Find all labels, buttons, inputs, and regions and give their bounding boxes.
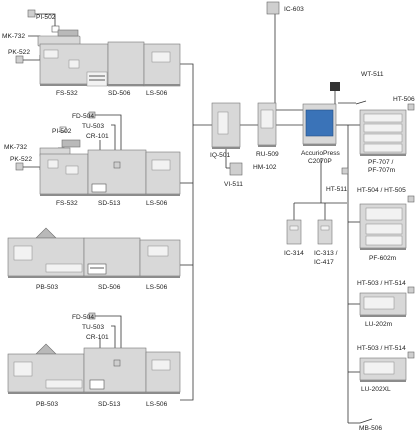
- ic313-ic417-controller: IC-313 / IC-417: [314, 219, 338, 266]
- label-wt511: WT-511: [361, 71, 384, 78]
- label-pb503: PB-503: [36, 284, 58, 291]
- option-marker: [27, 9, 36, 18]
- label-ic603: IC-603: [284, 6, 304, 13]
- ls506-unit: [143, 43, 181, 87]
- label-ic417: IC-417: [314, 259, 334, 266]
- mb506-bypass: MB-506: [359, 418, 382, 432]
- label-pk522: PK-522: [8, 49, 30, 56]
- label-ls506-4: LS-506: [146, 401, 168, 408]
- fs532-finisher-unit-2: [39, 139, 89, 196]
- pf707-feeder: HT-506 PF-707 / PF-707m: [359, 96, 415, 174]
- option-marker: [15, 55, 24, 64]
- finisher-row-3: PB-503 SD-506 LS-506: [7, 227, 181, 291]
- ls506-unit-3: [139, 239, 181, 278]
- label-pb503-4: PB-503: [36, 401, 58, 408]
- pb503-unit-2: [7, 343, 85, 394]
- label-mk732: MK-732: [2, 33, 25, 40]
- label-lu202xl: LU-202XL: [361, 386, 391, 393]
- label-ic313: IC-313 /: [314, 250, 338, 257]
- label-accuriopress: AccurioPress: [301, 150, 341, 157]
- label-cr101-4: CR-101: [86, 334, 109, 341]
- label-mk732-2: MK-732: [4, 144, 27, 151]
- wt511-unit: WT-511: [355, 71, 384, 105]
- label-hm102: HM-102: [253, 164, 277, 171]
- label-lu202m: LU-202m: [365, 321, 393, 328]
- lu202xl-feeder: HT-503 / HT-514 LU-202XL: [357, 345, 415, 393]
- sd513-unit: [87, 149, 147, 196]
- label-tu503-4: TU-503: [82, 324, 104, 331]
- option-marker: [15, 162, 24, 171]
- wt511-tray: [355, 100, 367, 105]
- ht511-unit: HT-511: [326, 167, 349, 193]
- accuriopress-main-unit: AccurioPress C2070P: [301, 82, 341, 165]
- label-fs532-2: FS-532: [56, 200, 78, 207]
- label-ls506-3: LS-506: [146, 284, 168, 291]
- ru509-unit: RU-509 HM-102: [253, 102, 279, 171]
- finisher-row-1: PI-502 MK-732 PK-522 FS-532 SD-506 LS-50…: [2, 9, 181, 97]
- ls506-unit-2: [145, 151, 181, 196]
- label-fd504-4: FD-504: [72, 314, 94, 321]
- ic603-controller: IC-603: [266, 1, 304, 15]
- label-ic314: IC-314: [284, 250, 304, 257]
- label-ru509: RU-509: [256, 151, 279, 158]
- label-ht506: HT-506: [393, 96, 415, 103]
- option-marker: [59, 126, 67, 133]
- label-fs532: FS-532: [56, 90, 78, 97]
- label-sd506-3: SD-506: [98, 284, 121, 291]
- pf602m-feeder: HT-504 / HT-505 PF-602m: [357, 187, 415, 262]
- label-ht504-505: HT-504 / HT-505: [357, 187, 406, 194]
- label-pf707m: PF-707m: [368, 167, 396, 174]
- label-c2070p: C2070P: [308, 158, 332, 165]
- vi511-unit: VI-511: [224, 162, 243, 188]
- finisher-row-2: FD-504 TU-503 PI-502 CR-101 MK-732 PK-52…: [4, 111, 181, 207]
- lu202m-feeder: HT-503 / HT-514 LU-202m: [357, 280, 415, 328]
- label-vi511: VI-511: [224, 181, 243, 188]
- label-sd513: SD-513: [98, 200, 121, 207]
- label-ls506: LS-506: [146, 90, 168, 97]
- connection-lines: [180, 9, 360, 424]
- label-pf602m: PF-602m: [369, 255, 397, 262]
- label-cr101: CR-101: [86, 133, 109, 140]
- finisher-row-4: FD-504 TU-503 CR-101 PB-503 SD-513 LS-50…: [7, 312, 181, 408]
- label-tu503: TU-503: [82, 123, 104, 130]
- label-iq501: IQ-501: [210, 152, 230, 159]
- mb506-tray: [359, 418, 373, 424]
- label-sd506: SD-506: [108, 90, 131, 97]
- label-pi502-2: PI-502: [52, 128, 72, 135]
- label-sd513-4: SD-513: [98, 401, 121, 408]
- label-ht503-514-b: HT-503 / HT-514: [357, 345, 406, 352]
- label-pk522-2: PK-522: [10, 156, 32, 163]
- iq501-unit: IQ-501: [210, 102, 241, 159]
- label-mb506: MB-506: [359, 425, 382, 432]
- label-fd504: FD-504: [72, 113, 94, 120]
- sd513-unit-2: [83, 347, 147, 394]
- label-ht511: HT-511: [326, 186, 347, 193]
- sd506-unit-3: [83, 237, 141, 278]
- label-ht503-514-a: HT-503 / HT-514: [357, 280, 406, 287]
- ic314-controller: IC-314: [284, 219, 304, 257]
- label-pf707: PF-707 /: [368, 159, 393, 166]
- pb503-unit: [7, 227, 85, 278]
- ls506-unit-4: [145, 351, 181, 394]
- label-ls506-2: LS-506: [146, 200, 168, 207]
- label-pi502: PI-502: [36, 14, 56, 21]
- option-marker: [51, 25, 60, 33]
